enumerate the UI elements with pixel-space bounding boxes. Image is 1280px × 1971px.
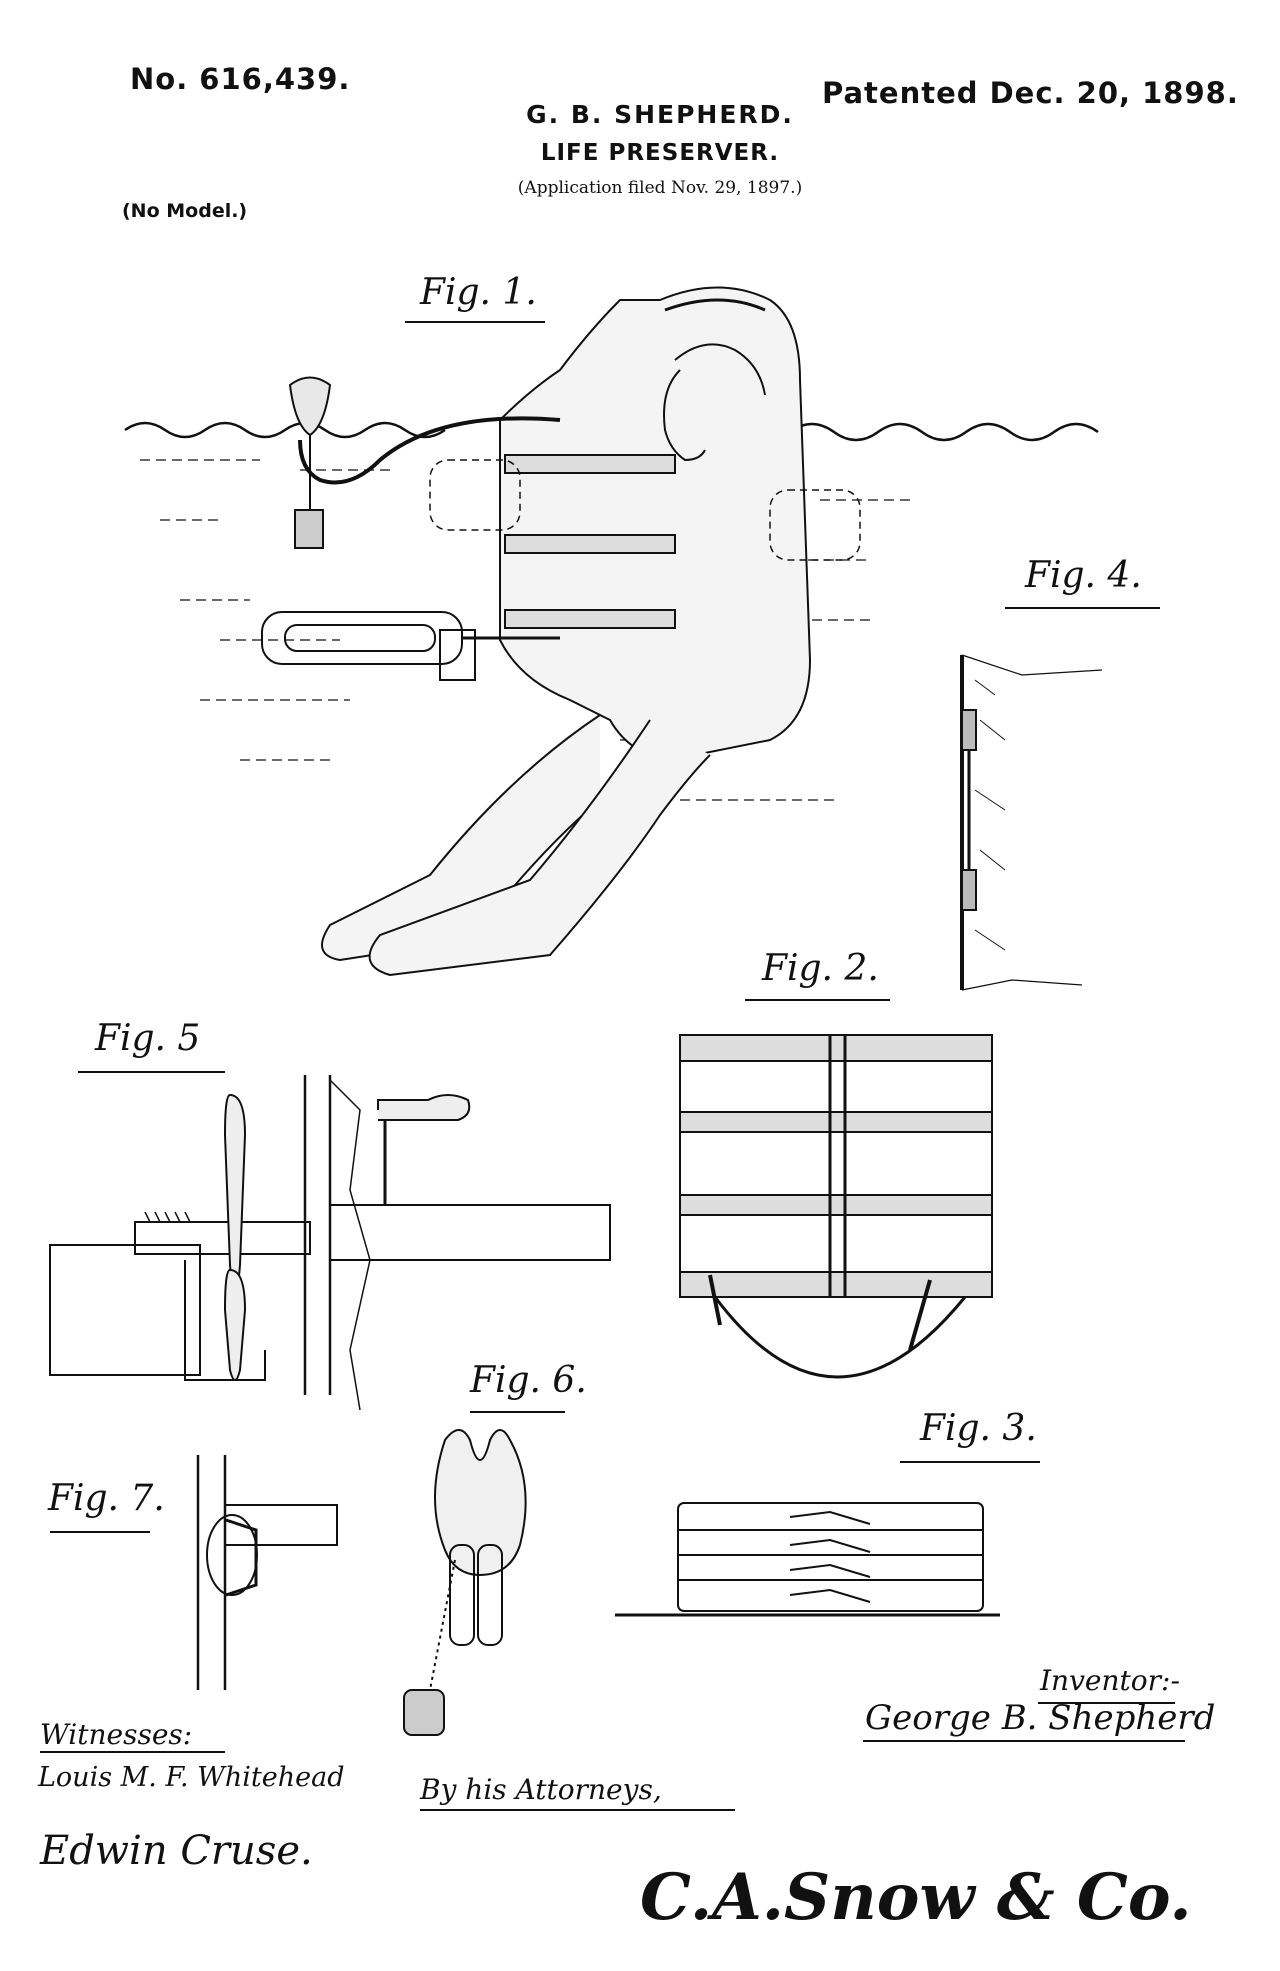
patented-date: Patented Dec. 20, 1898. bbox=[822, 76, 1239, 110]
inventor-name: G. B. SHEPHERD. bbox=[526, 100, 794, 129]
figure-1-drawing bbox=[124, 286, 1099, 977]
attorneys-text: By his Attorneys, bbox=[420, 1773, 662, 1806]
patent-number: No. 616,439. bbox=[130, 62, 351, 96]
model-note: (No Model.) bbox=[122, 200, 248, 222]
inventor-label: Inventor:- bbox=[1040, 1664, 1180, 1697]
witness-1-signature: Louis M. F. Whitehead bbox=[38, 1762, 345, 1793]
figure-4-drawing bbox=[960, 607, 1160, 991]
figure-1-label: Fig. 1. bbox=[420, 272, 537, 313]
figure-4-label: Fig. 4. bbox=[1025, 555, 1142, 596]
figure-5-drawing bbox=[49, 1071, 611, 1411]
application-note: (Application filed Nov. 29, 1897.) bbox=[517, 178, 803, 198]
figure-5-label: Fig. 5 bbox=[95, 1018, 201, 1059]
figure-2-label: Fig. 2. bbox=[762, 948, 879, 989]
witness-2-signature: Edwin Cruse. bbox=[40, 1828, 313, 1874]
attorney-signature: C.A.Snow & Co. bbox=[640, 1860, 1192, 1935]
witnesses-label: Witnesses: bbox=[40, 1718, 193, 1751]
figure-3-drawing bbox=[615, 1461, 1040, 1617]
figure-6-drawing bbox=[403, 1411, 565, 1736]
figure-6-label: Fig. 6. bbox=[470, 1360, 587, 1401]
inventor-signature: George B. Shepherd bbox=[865, 1698, 1216, 1738]
figure-7-label: Fig. 7. bbox=[48, 1478, 165, 1519]
patent-title: LIFE PRESERVER. bbox=[540, 140, 780, 166]
figure-7-drawing bbox=[50, 1455, 338, 1690]
figure-2-drawing bbox=[679, 999, 993, 1379]
figure-3-label: Fig. 3. bbox=[920, 1408, 1037, 1449]
